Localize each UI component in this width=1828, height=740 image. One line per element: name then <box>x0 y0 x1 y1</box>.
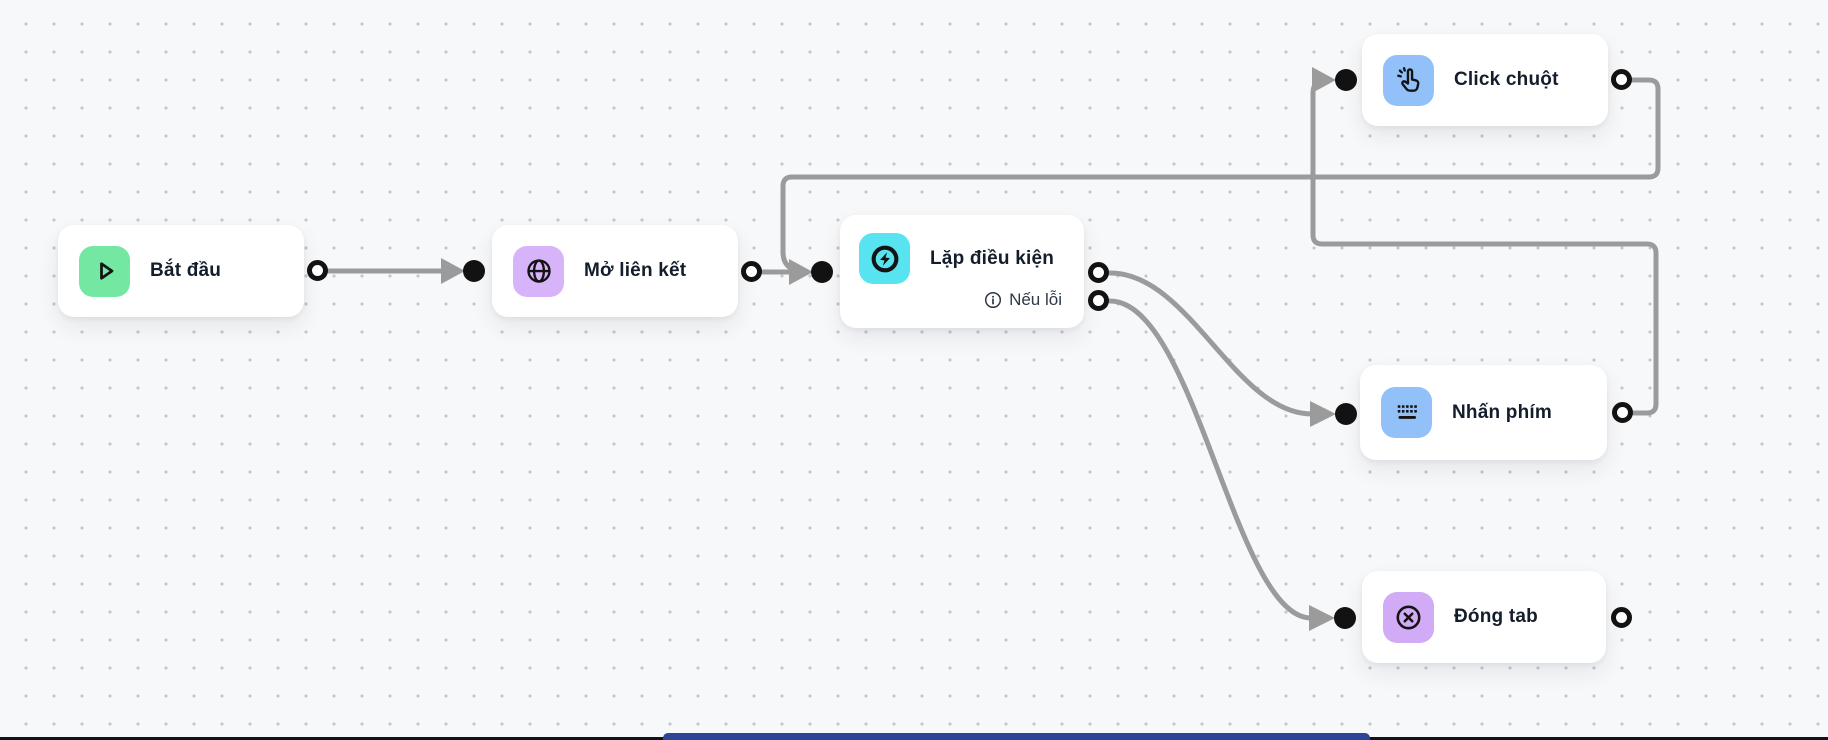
play-icon <box>99 262 113 280</box>
edge-loop-condition-error-to-close-tab[interactable] <box>1107 298 1314 621</box>
edge-press-key-to-click-mouse[interactable] <box>1310 77 1659 416</box>
node-label: Đóng tab <box>1454 606 1538 627</box>
port-output-start[interactable] <box>307 260 328 281</box>
node-label: Nhấn phím <box>1452 401 1552 423</box>
port-output-press-key[interactable] <box>1612 402 1633 423</box>
port-input-close-tab[interactable] <box>1334 607 1356 629</box>
tap-icon <box>1396 67 1419 92</box>
error-branch-label: Nếu lỗi <box>859 290 1062 310</box>
node-press-key[interactable]: Nhấn phím <box>1360 365 1607 460</box>
play-icon-tile <box>79 245 130 297</box>
node-label: Lặp điều kiện <box>930 247 1055 269</box>
node-click-mouse[interactable]: Click chuột <box>1362 34 1608 126</box>
arrowhead <box>789 259 813 285</box>
port-output-loop-condition[interactable] <box>1088 262 1109 283</box>
port-input-click-mouse[interactable] <box>1335 69 1357 91</box>
globe-icon-tile <box>513 245 564 297</box>
port-error-loop-condition[interactable] <box>1088 290 1109 311</box>
x-circle-icon-tile <box>1383 591 1434 643</box>
port-output-open-link[interactable] <box>741 261 762 282</box>
node-label: Bắt đầu <box>150 260 222 281</box>
loop-icon-tile <box>859 233 910 284</box>
keyboard-icon-tile <box>1381 387 1432 438</box>
edge-click-mouse-to-loop-condition[interactable] <box>780 77 1661 274</box>
bottom-panel-edge <box>663 733 1370 740</box>
x-circle-icon <box>1396 604 1421 630</box>
tap-icon-tile <box>1383 54 1434 106</box>
port-input-loop-condition[interactable] <box>811 261 833 283</box>
node-start[interactable]: Bắt đầu <box>58 225 304 317</box>
port-output-click-mouse[interactable] <box>1611 69 1632 90</box>
error-label-text: Nếu lỗi <box>1009 290 1062 309</box>
node-open-link[interactable]: Mở liên kết <box>492 225 738 317</box>
edge-loop-condition-to-press-key[interactable] <box>1107 270 1315 417</box>
keyboard-icon <box>1397 404 1417 419</box>
node-loop-condition[interactable]: Lặp điều kiện Nếu lỗi <box>840 215 1084 328</box>
port-input-open-link[interactable] <box>463 260 485 282</box>
loop-icon <box>871 245 898 272</box>
node-close-tab[interactable]: Đóng tab <box>1362 571 1606 663</box>
globe-icon <box>526 259 551 283</box>
port-output-close-tab[interactable] <box>1611 607 1632 628</box>
info-icon <box>985 291 1002 309</box>
arrowhead <box>441 258 465 284</box>
port-input-press-key[interactable] <box>1335 403 1357 425</box>
node-label: Mở liên kết <box>584 260 687 281</box>
node-label: Click chuột <box>1454 69 1559 90</box>
